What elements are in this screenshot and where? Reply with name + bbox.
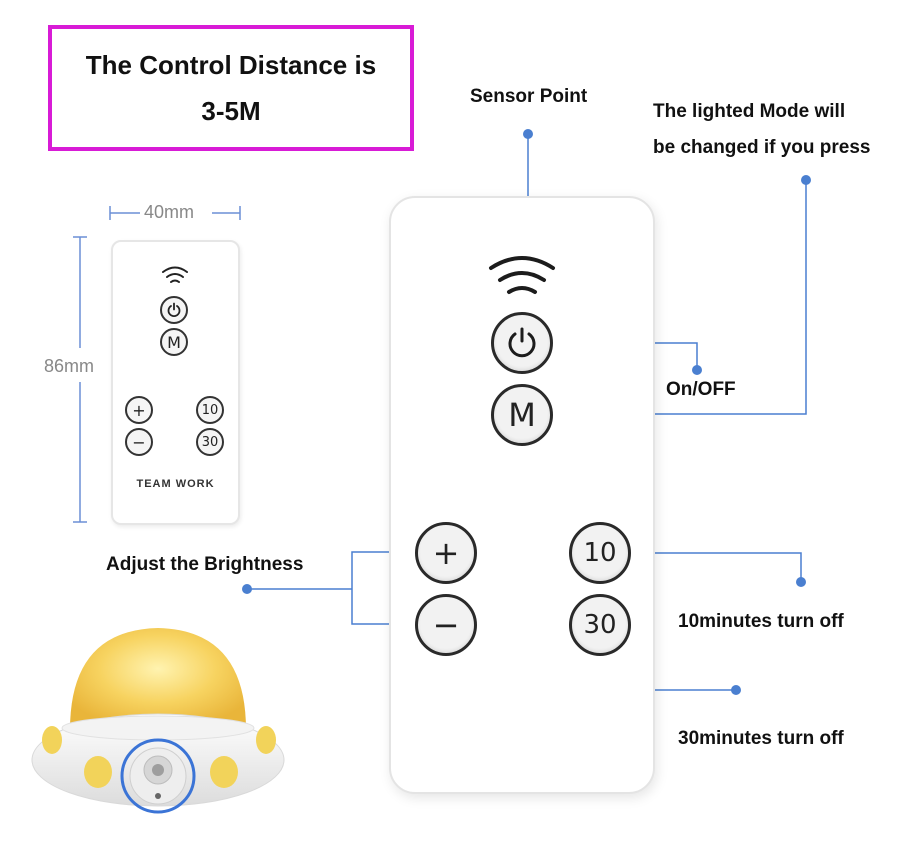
headline-box: The Control Distance is 3-5M [48, 25, 414, 151]
on-off-label: On/OFF [666, 379, 736, 400]
mode-label: The lighted Mode will be changed if you … [653, 94, 871, 166]
brightness-label: Adjust the Brightness [106, 554, 304, 575]
thirty-minute-button[interactable]: 30 [569, 594, 631, 656]
thirty-min-label: 30minutes turn off [678, 728, 844, 749]
small-plus-button[interactable]: + [125, 396, 153, 424]
power-icon [508, 327, 536, 358]
width-dimension-label: 40mm [144, 202, 195, 222]
mode-label-line-1: The lighted Mode will [653, 101, 846, 122]
height-dimension-label: 86mm [44, 356, 95, 376]
brand-logo: TEAM WORK [136, 478, 215, 490]
headline-line-1: The Control Distance is [85, 50, 377, 80]
on-off-dot [692, 365, 702, 375]
wifi-signal-icon [162, 266, 188, 283]
headline-line-2: 3-5M [201, 96, 261, 126]
power-icon [167, 302, 181, 317]
brightness-dot [242, 584, 252, 594]
ten-minute-button[interactable]: 10 [569, 522, 631, 584]
sensor-point-label: Sensor Point [470, 86, 588, 107]
thirty-min-dot [731, 685, 741, 695]
small-thirty-button[interactable]: 30 [196, 428, 224, 456]
wifi-signal-icon [489, 256, 555, 294]
mode-dot [801, 175, 811, 185]
ten-min-dot [796, 577, 806, 587]
small-power-button[interactable] [160, 296, 188, 324]
brightness-up-button[interactable]: + [415, 522, 477, 584]
small-remote: M + − 10 30 TEAM WORK [111, 240, 240, 525]
small-minus-button[interactable]: − [125, 428, 153, 456]
small-mode-button[interactable]: M [160, 328, 188, 356]
brightness-down-button[interactable]: − [415, 594, 477, 656]
power-button[interactable] [491, 312, 553, 374]
night-lamp-image [31, 628, 285, 814]
ten-min-label: 10minutes turn off [678, 611, 844, 632]
mode-button[interactable]: M [491, 384, 553, 446]
small-ten-button[interactable]: 10 [196, 396, 224, 424]
sensor-point-dot [523, 129, 533, 139]
big-remote: M + − 10 30 [389, 196, 655, 794]
mode-label-line-2: be changed if you press [653, 137, 871, 158]
